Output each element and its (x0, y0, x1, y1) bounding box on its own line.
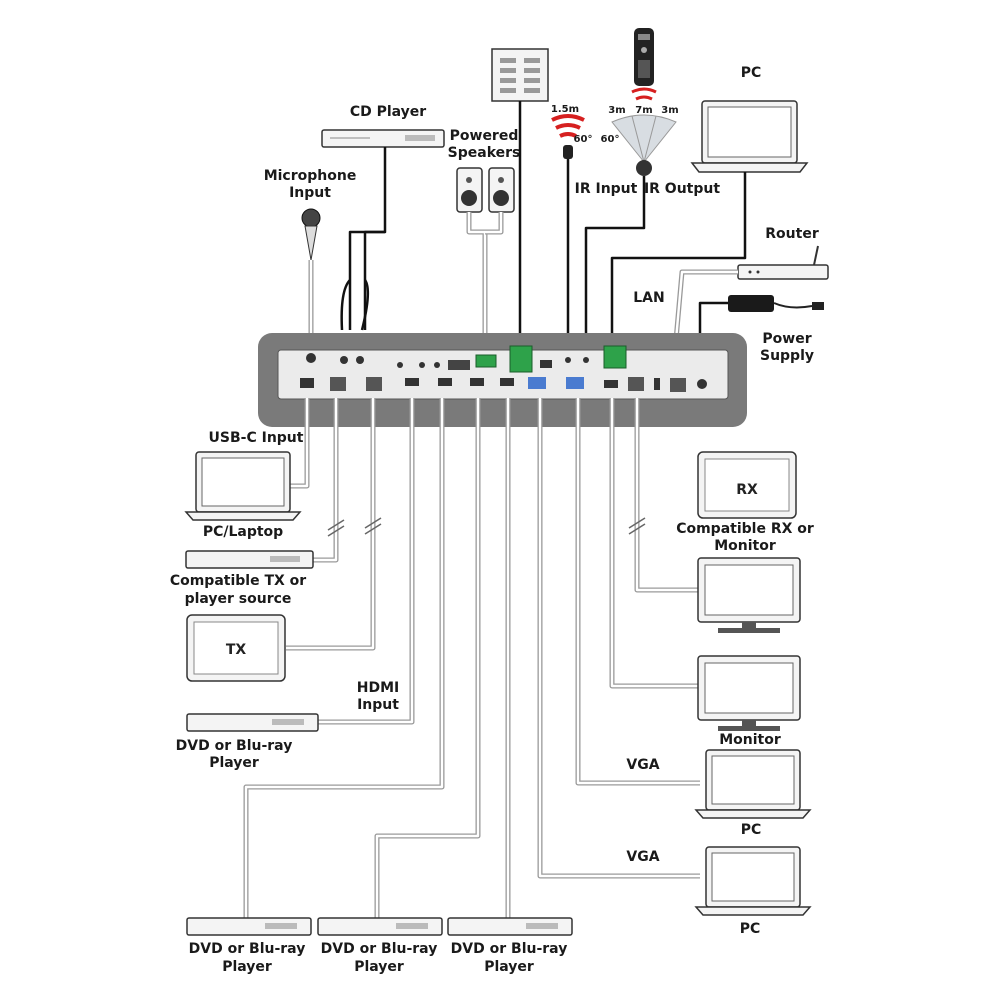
laptop-pc-top (690, 100, 809, 173)
usbc-input-label: USB-C Input (209, 430, 304, 446)
pc-laptop-label: PC/Laptop (203, 524, 283, 540)
laptop-pc-right-2 (694, 846, 812, 916)
wall-keypad-icon (491, 48, 549, 102)
dvd-bottom-2-label-2: Player (354, 959, 404, 975)
powered-speakers-label-1: Powered (450, 128, 519, 144)
pc-top-label: PC (741, 65, 762, 81)
vga-label-2: VGA (626, 849, 659, 865)
compatible-tx-label-2: player source (185, 591, 292, 607)
dvd-bottom-1-label-2: Player (222, 959, 272, 975)
dvd-bottom-1-label-1: DVD or Blu-ray (189, 941, 306, 957)
matrix-switcher-unit (258, 333, 747, 427)
tx-box-label: TX (226, 642, 247, 658)
ir-receiver (551, 114, 585, 159)
ir-output-label: IR Output (644, 181, 720, 197)
ir-emitter-mid: 7m (635, 105, 652, 116)
powered-speakers-label-2: Speakers (448, 145, 521, 161)
microphone-label-2: Input (289, 185, 331, 201)
ir-emitter-left: 3m (608, 105, 625, 116)
microphone-icon (301, 208, 321, 261)
rx-box (697, 451, 797, 519)
compatible-rx-label-2: Monitor (714, 538, 776, 554)
lan-label: LAN (633, 290, 664, 306)
compatible-rx-label-1: Compatible RX or (676, 521, 814, 537)
cd-player-label: CD Player (350, 104, 426, 120)
monitor-label: Monitor (719, 732, 781, 748)
dvd-player-bottom-2 (317, 917, 443, 936)
dvd-bottom-3-label-2: Player (484, 959, 534, 975)
power-supply (728, 295, 824, 312)
vga-label-1: VGA (626, 757, 659, 773)
router (737, 245, 829, 280)
pc-right-2-label: PC (740, 921, 761, 937)
ir-emitter-right: 3m (661, 105, 678, 116)
ir-receiver-distance: 1.5m (551, 104, 579, 115)
remote-control-icon (631, 28, 657, 101)
tx-box (186, 614, 286, 682)
dvd-bottom-2-label-1: DVD or Blu-ray (321, 941, 438, 957)
dvd-bottom-3-label-1: DVD or Blu-ray (451, 941, 568, 957)
monitor (697, 655, 801, 731)
dvd-player-bottom-1 (186, 917, 312, 936)
laptop-pc-right-1 (694, 749, 812, 819)
dvd-left-label-2: Player (209, 755, 259, 771)
hdmi-input-label-1: HDMI (357, 680, 399, 696)
powered-speakers (456, 167, 515, 213)
hdmi-input-label-2: Input (357, 697, 399, 713)
ir-input-label: IR Input (575, 181, 638, 197)
rx-box-label: RX (736, 482, 758, 498)
compatible-tx-device (185, 550, 314, 569)
ir-emitter-angle: 60° (601, 134, 620, 145)
compatible-tx-label-1: Compatible TX or (170, 573, 306, 589)
monitor-rx (697, 557, 801, 633)
microphone-label-1: Microphone (264, 168, 357, 184)
ir-receiver-angle: 60° (574, 134, 593, 145)
power-supply-label-2: Supply (760, 348, 814, 364)
dvd-left-label-1: DVD or Blu-ray (176, 738, 293, 754)
cd-player (321, 129, 445, 148)
ir-emitter (611, 114, 677, 176)
dvd-player-left (186, 713, 319, 732)
router-label: Router (765, 226, 819, 242)
laptop-pc-left (184, 451, 302, 521)
pc-right-1-label: PC (741, 822, 762, 838)
dvd-player-bottom-3 (447, 917, 573, 936)
power-supply-label-1: Power (762, 331, 811, 347)
